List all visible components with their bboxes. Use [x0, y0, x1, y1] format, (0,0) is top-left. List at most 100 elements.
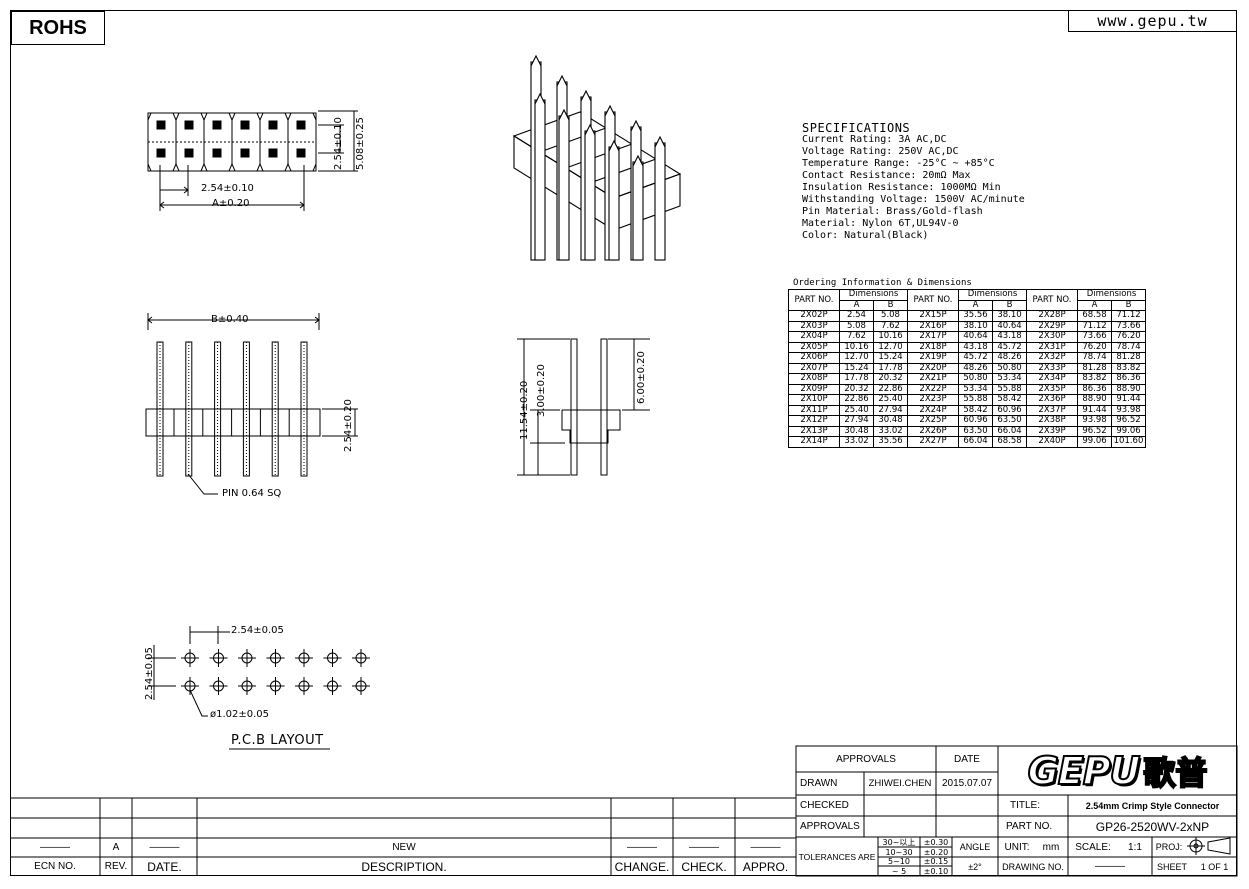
part-no-label: PART NO.: [1006, 821, 1053, 832]
appro-label: APPRO.: [742, 859, 789, 874]
change-value: ———: [627, 842, 657, 853]
dimension-cell: 35.56: [958, 310, 993, 322]
date-value: ———: [149, 842, 180, 853]
side-view: [517, 338, 650, 476]
iso-pin: [632, 161, 644, 261]
pin-square: [156, 148, 166, 158]
dimension-cell: 38.10: [958, 320, 993, 332]
pin-square: [296, 148, 306, 158]
unit-value: mm: [1042, 841, 1060, 853]
dimension-cell: 63.50: [958, 425, 993, 437]
tolerances-label: TOLERANCES ARE: [798, 851, 876, 862]
sheet-value: 1 OF 1: [1200, 861, 1229, 872]
dimension-cell: 76.20: [1111, 331, 1146, 343]
col-b: B: [992, 299, 1027, 311]
dimension-cell: 58.42: [958, 404, 993, 416]
approvals-label: APPROVALS: [800, 821, 860, 832]
part-no-cell: 2X32P: [1026, 352, 1078, 364]
ecn-label: ECN NO.: [34, 861, 76, 872]
dimension-cell: 83.82: [1077, 373, 1112, 385]
part-no-cell: 2X18P: [907, 341, 959, 353]
spec-line: Color: Natural(Black): [802, 230, 929, 241]
dimension-cell: 93.98: [1111, 404, 1146, 416]
part-no-cell: 2X13P: [788, 425, 840, 437]
logo-latin: GEPU: [1027, 748, 1142, 794]
dimension-cell: 96.52: [1111, 415, 1146, 427]
dimension-cell: 99.06: [1077, 436, 1112, 448]
dimension-cell: 50.80: [958, 373, 993, 385]
iso-pin-tip: [604, 104, 616, 117]
spec-line: Material: Nylon 6T,UL94V-0: [802, 218, 959, 229]
dimension-cell: 71.12: [1077, 320, 1112, 332]
drawn-label: DRAWN: [800, 778, 838, 789]
dimension-cell: 73.66: [1077, 331, 1112, 343]
part-no-cell: 2X34P: [1026, 373, 1078, 385]
check-value: ———: [689, 842, 719, 853]
part-no-cell: 2X40P: [1026, 436, 1078, 448]
part-no-cell: 2X05P: [788, 341, 840, 353]
part-no-cell: 2X37P: [1026, 404, 1078, 416]
description-label: DESCRIPTION.: [361, 859, 447, 874]
housing-cell: [147, 112, 177, 172]
date-header: DATE: [954, 753, 980, 765]
part-no-cell: 2X14P: [788, 436, 840, 448]
appro-value: ———: [750, 842, 781, 853]
dimension-cell: 48.26: [992, 352, 1027, 364]
dimension-cell: 7.62: [839, 331, 874, 343]
rev-value: A: [112, 842, 120, 853]
dimension-cell: 30.48: [839, 425, 874, 437]
specifications-block: SPECIFICATIONS Current Rating: 3A AC,DC …: [802, 122, 1025, 242]
dim-top-v2: 5.08±0.25: [355, 117, 366, 170]
dimension-cell: 20.32: [839, 383, 874, 395]
dimension-cell: 40.64: [958, 331, 993, 343]
part-no-cell: 2X09P: [788, 383, 840, 395]
dimension-cell: 12.70: [873, 341, 908, 353]
part-no-cell: 2X35P: [1026, 383, 1078, 395]
part-no-cell: 2X30P: [1026, 331, 1078, 343]
dimension-cell: 68.58: [992, 436, 1027, 448]
dimension-cell: 88.90: [1077, 394, 1112, 406]
housing-cell: [175, 112, 205, 172]
date-label: DATE.: [147, 859, 182, 874]
col-part-no: PART NO.: [788, 289, 840, 311]
dimension-cell: 63.50: [992, 415, 1027, 427]
gepu-logo: GEPU 歌普: [1000, 748, 1235, 794]
part-no-cell: 2X22P: [907, 383, 959, 395]
part-no-cell: 2X21P: [907, 373, 959, 385]
scale-label: SCALE:: [1075, 841, 1111, 853]
dim-front-b: B±0.40: [211, 314, 249, 325]
dimension-cell: 50.80: [992, 362, 1027, 374]
part-no-cell: 2X36P: [1026, 394, 1078, 406]
title-label: TITLE:: [1010, 800, 1041, 811]
part-no-cell: 2X17P: [907, 331, 959, 343]
pin-square: [184, 148, 194, 158]
part-no-cell: 2X38P: [1026, 415, 1078, 427]
iso-pin-tip: [630, 119, 642, 132]
col-dimensions: Dimensions: [1077, 289, 1146, 301]
top-view: [147, 110, 358, 211]
dimension-cell: 17.78: [873, 362, 908, 374]
specifications-title: SPECIFICATIONS: [802, 121, 911, 135]
part-no-cell: 2X19P: [907, 352, 959, 364]
dim-side-up: 6.00±0.20: [636, 351, 647, 404]
dimension-cell: 48.26: [958, 362, 993, 374]
dimension-cell: 99.06: [1111, 425, 1146, 437]
spec-line: Temperature Range: -25°C ~ +85°C: [802, 158, 995, 169]
pin-square: [184, 120, 194, 130]
dimension-cell: 45.72: [958, 352, 993, 364]
part-no-cell: 2X24P: [907, 404, 959, 416]
dimension-cell: 43.18: [958, 341, 993, 353]
dim-side-total: 11.54±0.20: [519, 380, 530, 440]
dim-pcb-pitch-h: 2.54±0.05: [231, 625, 284, 636]
change-label: CHANGE.: [614, 859, 670, 874]
